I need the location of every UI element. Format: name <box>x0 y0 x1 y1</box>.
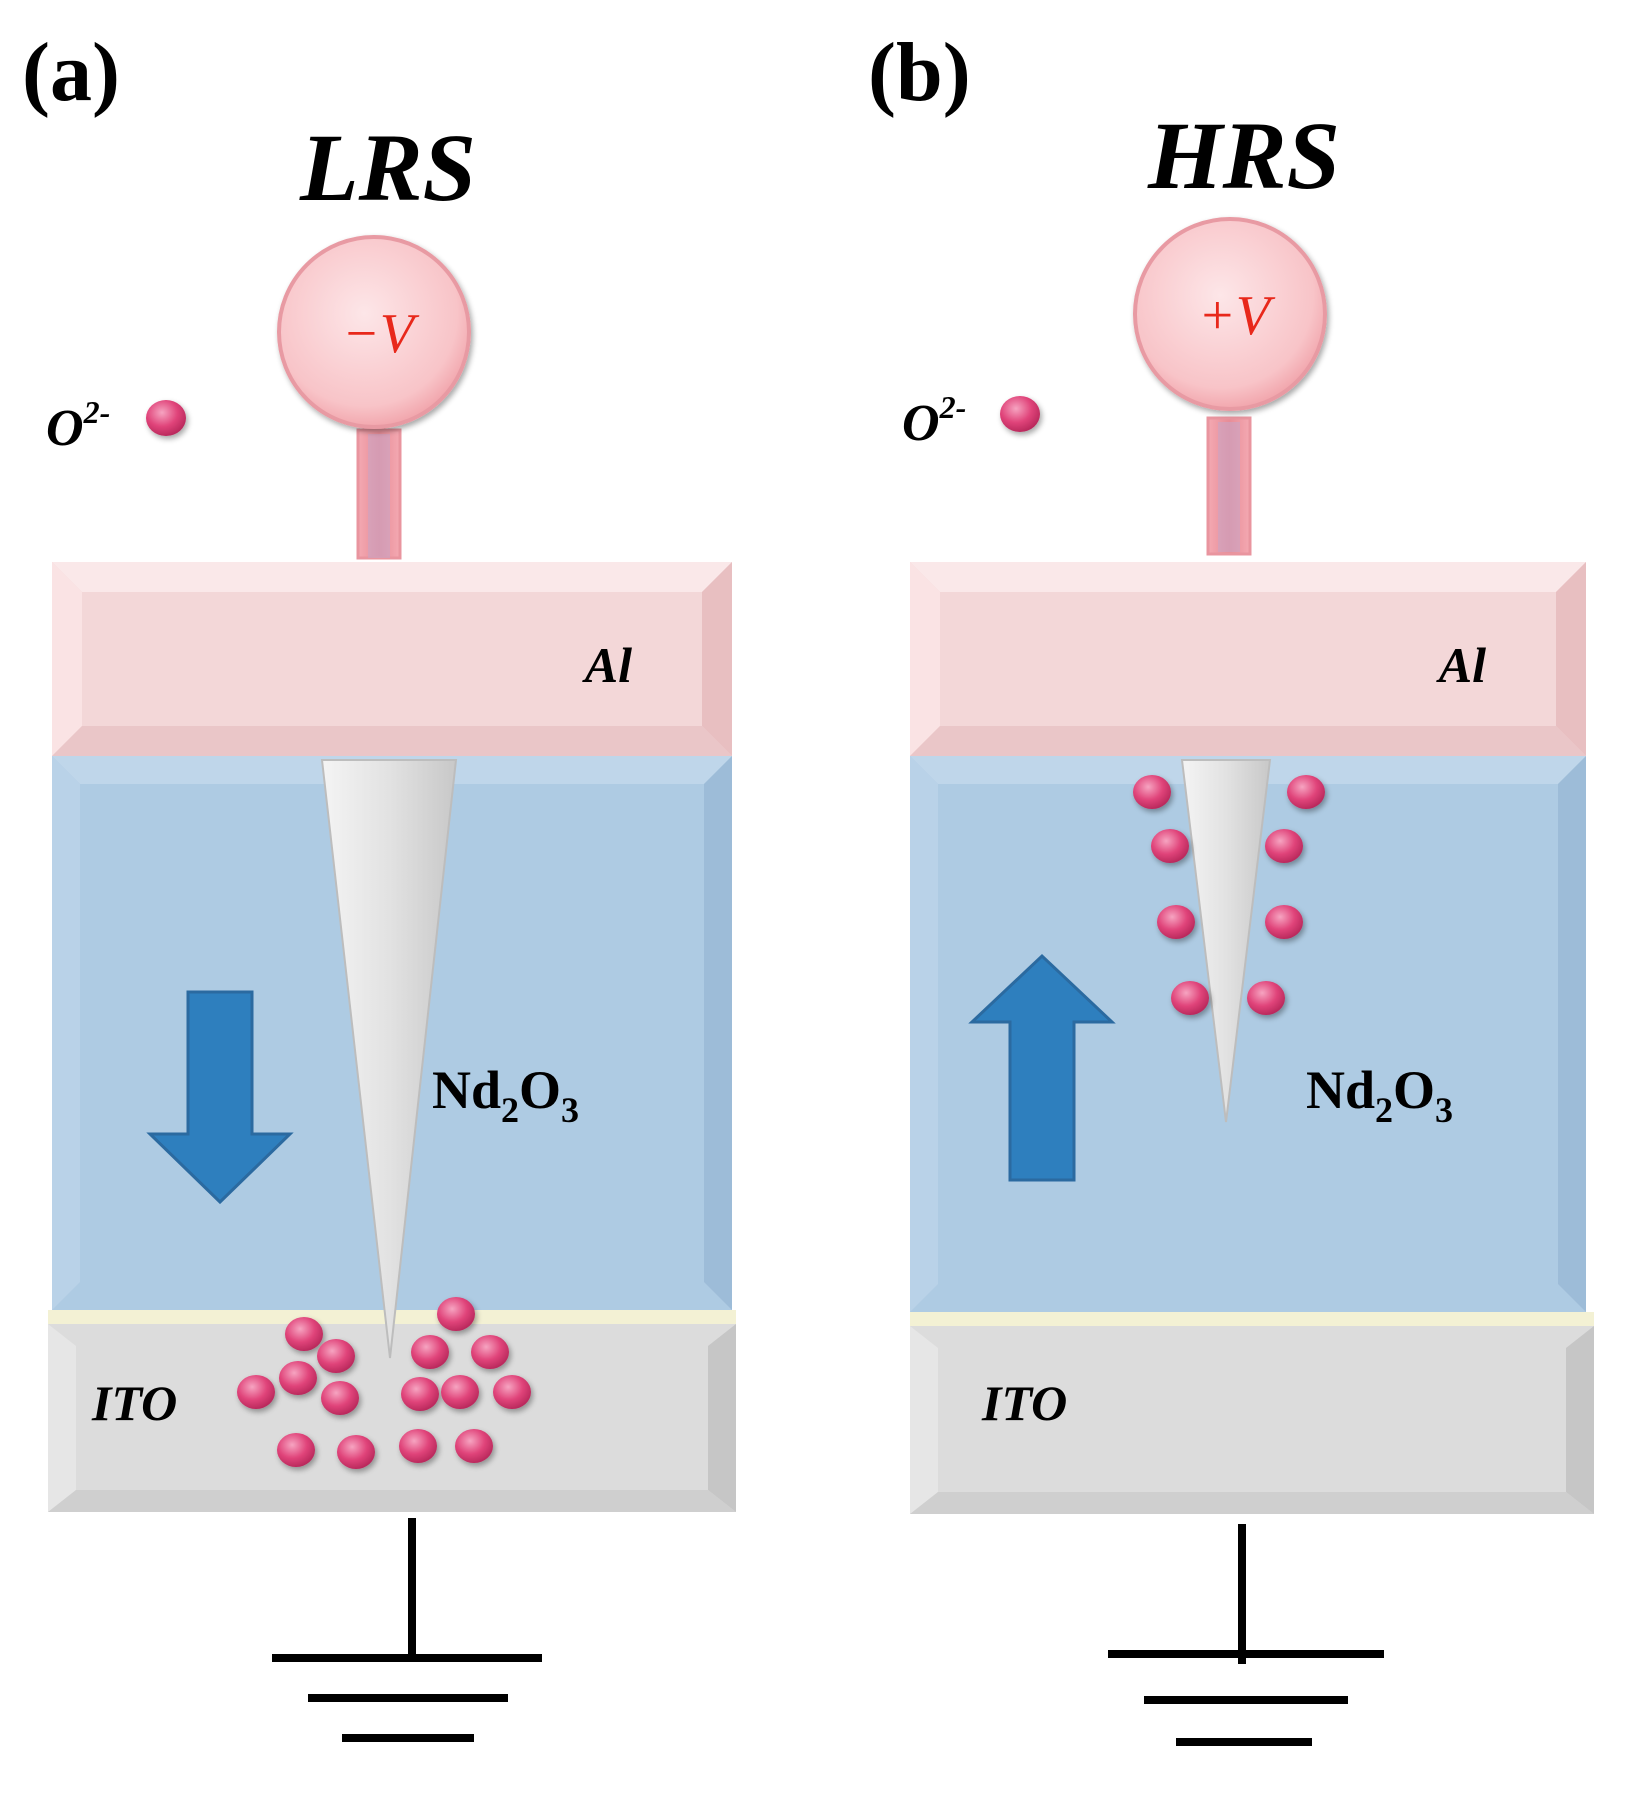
al-label: Al <box>582 637 632 693</box>
ito-label: ITO <box>981 1375 1067 1431</box>
oxygen-ion <box>1157 905 1195 939</box>
oxygen-ion <box>441 1375 479 1409</box>
voltage-label: +V <box>1198 285 1276 347</box>
oxygen-ion <box>337 1435 375 1469</box>
al-label: Al <box>1436 637 1486 693</box>
oxygen-ion-label: O2- <box>902 389 966 452</box>
oxygen-ion-legend: O2- <box>46 394 186 457</box>
oxygen-ion <box>321 1381 359 1415</box>
oxygen-ion-legend-icon <box>1000 396 1040 432</box>
nd2o3-label: Nd2O3 <box>1306 1060 1453 1130</box>
oxygen-ions-in-ito <box>237 1297 531 1469</box>
panel-a: (a) LRS −V O2- Al Nd2O <box>22 26 736 1742</box>
oxygen-ion <box>401 1377 439 1411</box>
oxygen-ion <box>277 1433 315 1467</box>
conductive-filament <box>320 759 458 1359</box>
al-top-electrode: Al <box>910 562 1586 756</box>
oxygen-ion <box>279 1361 317 1395</box>
probe-circle <box>277 235 471 429</box>
panel-b: (b) HRS +V O2- Al Nd2O <box>868 26 1594 1746</box>
oxygen-ion <box>399 1429 437 1463</box>
ion-flow-up-arrow <box>968 953 1116 1182</box>
oxygen-ion <box>1133 775 1171 809</box>
oxygen-ion <box>1151 829 1189 863</box>
oxygen-ion-label: O2- <box>46 394 110 457</box>
panel-b-label: (b) <box>868 26 971 119</box>
voltage-probe-negative: −V <box>277 235 471 560</box>
voltage-label: −V <box>342 303 420 365</box>
oxygen-ion <box>317 1339 355 1373</box>
voltage-probe-positive: +V <box>1133 217 1327 556</box>
ruptured-filament <box>1180 759 1272 1123</box>
oxygen-ion <box>1287 775 1325 809</box>
panel-a-label: (a) <box>22 26 120 119</box>
oxygen-ion-legend: O2- <box>902 389 1040 452</box>
ito-label: ITO <box>91 1375 177 1431</box>
ito-bottom-electrode: ITO <box>910 1312 1594 1514</box>
oxygen-ion <box>1265 829 1303 863</box>
oxygen-ion <box>493 1375 531 1409</box>
ground-symbol <box>272 1518 542 1742</box>
oxygen-ions-around-filament <box>1133 775 1325 1015</box>
al-top-electrode: Al <box>52 562 732 756</box>
oxygen-ion <box>1265 905 1303 939</box>
oxygen-ion <box>437 1297 475 1331</box>
panel-a-state-title: LRS <box>299 114 476 221</box>
panel-b-state-title: HRS <box>1147 102 1340 209</box>
probe-circle <box>1133 217 1327 411</box>
oxygen-ion-legend-icon <box>146 400 186 436</box>
ion-flow-down-arrow <box>146 990 294 1205</box>
oxygen-ion <box>1171 981 1209 1015</box>
oxygen-ion <box>1247 981 1285 1015</box>
oxygen-ion <box>237 1375 275 1409</box>
oxygen-ion <box>455 1429 493 1463</box>
oxygen-ion <box>471 1335 509 1369</box>
oxygen-ion <box>285 1317 323 1351</box>
oxygen-ion <box>411 1335 449 1369</box>
nd2o3-label: Nd2O3 <box>432 1060 579 1130</box>
ground-symbol <box>1108 1524 1384 1746</box>
